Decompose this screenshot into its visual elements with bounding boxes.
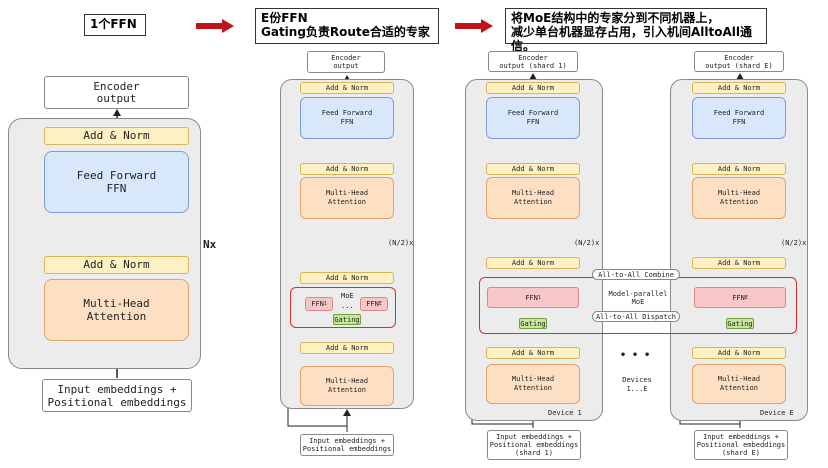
repeat-label-device-1: (N/2)x (574, 239, 600, 247)
feed-forward-ffn: Feed Forward FFN (486, 97, 580, 139)
expert-ffn-1-sub: 1 (537, 294, 541, 301)
add-norm-moe: Add & Norm (300, 272, 394, 284)
repeat-label-device-e: (N/2)x (781, 239, 807, 247)
model-parallel-moe-label: Model-parallel MoE (608, 290, 668, 306)
devices-ellipsis: • • • (620, 350, 651, 361)
multi-head-attention: Multi-Head Attention (692, 177, 786, 219)
add-norm: Add & Norm (300, 82, 394, 94)
moe-block (290, 287, 396, 328)
add-norm: Add & Norm (692, 347, 786, 359)
add-norm-top: Add & Norm (44, 127, 189, 145)
expert-ffn-e-label: FFN (732, 293, 745, 302)
add-norm: Add & Norm (486, 82, 580, 94)
multi-head-attention: Multi-Head Attention (300, 177, 394, 219)
gating-box-device-e: Gating (726, 318, 754, 329)
feed-forward-ffn: Feed Forward FFN (44, 151, 189, 213)
caption-moe-line2: Gating负责Route合适的专家 (261, 25, 430, 39)
encoder-output-shard-e: Encoder output (shard E) (694, 51, 784, 72)
input-embeddings-box: Input embeddings + Positional embeddings (300, 434, 394, 456)
repeat-label: (N/2)x (388, 239, 414, 247)
expert-ffn-1-label: FFN (525, 293, 538, 302)
all-to-all-combine-label: All-to-All Combine (592, 269, 680, 280)
expert-ffn-e-label: FFN (366, 300, 379, 308)
feed-forward-ffn: Feed Forward FFN (692, 97, 786, 139)
caption-moe-line1: E份FFN (261, 11, 308, 25)
caption-single-ffn: 1个FFN (84, 14, 146, 36)
gating-box: Gating (333, 314, 361, 325)
add-norm: Add & Norm (300, 342, 394, 354)
all-to-all-dispatch-label: All-to-All Dispatch (592, 311, 680, 322)
caption-distributed-line1: 将MoE结构中的专家分到不同机器上， (511, 11, 720, 25)
multi-head-attention: Multi-Head Attention (44, 279, 189, 341)
red-arrow-1 (196, 18, 236, 37)
add-norm: Add & Norm (692, 82, 786, 94)
input-embeddings-shard-1: Input embeddings + Positional embeddings… (487, 430, 581, 460)
add-norm: Add & Norm (300, 163, 394, 175)
add-norm: Add & Norm (692, 257, 786, 269)
expert-ffn-e-sub: E (744, 294, 748, 301)
encoder-output-shard-1: Encoder output (shard 1) (488, 51, 578, 72)
multi-head-attention: Multi-Head Attention (692, 364, 786, 404)
device-1-label: Device 1 (548, 409, 582, 417)
add-norm-bottom: Add & Norm (44, 256, 189, 274)
caption-moe: E份FFN Gating负责Route合适的专家 (255, 8, 439, 44)
encoder-output-box: Encoder output (307, 51, 385, 73)
add-norm: Add & Norm (486, 347, 580, 359)
moe-label: MoE (341, 292, 354, 300)
input-embeddings-box: Input embeddings + Positional embeddings (42, 379, 192, 412)
caption-distributed-line2: 减少单台机器显存占用，引入机间AlltoAll通信。 (511, 25, 753, 53)
feed-forward-ffn: Feed Forward FFN (300, 97, 394, 139)
multi-head-attention: Multi-Head Attention (300, 366, 394, 406)
devices-range-label: Devices 1...E (622, 376, 652, 393)
red-arrow-2 (455, 18, 495, 37)
expert-ffn-e-sub: E (378, 301, 382, 307)
expert-ellipsis: ... (341, 302, 354, 310)
add-norm: Add & Norm (486, 257, 580, 269)
device-e-label: Device E (760, 409, 794, 417)
encoder-output-box: Encoder output (44, 76, 189, 109)
multi-head-attention: Multi-Head Attention (486, 364, 580, 404)
multi-head-attention: Multi-Head Attention (486, 177, 580, 219)
expert-ffn-1-label: FFN (311, 300, 324, 308)
add-norm: Add & Norm (692, 163, 786, 175)
caption-distributed: 将MoE结构中的专家分到不同机器上， 减少单台机器显存占用，引入机间AlltoA… (505, 8, 767, 53)
expert-ffn-1-sub: 1 (323, 301, 327, 307)
input-embeddings-shard-e: Input embeddings + Positional embeddings… (694, 430, 788, 460)
repeat-label: Nx (203, 238, 217, 251)
gating-box-device-1: Gating (519, 318, 547, 329)
add-norm: Add & Norm (486, 163, 580, 175)
